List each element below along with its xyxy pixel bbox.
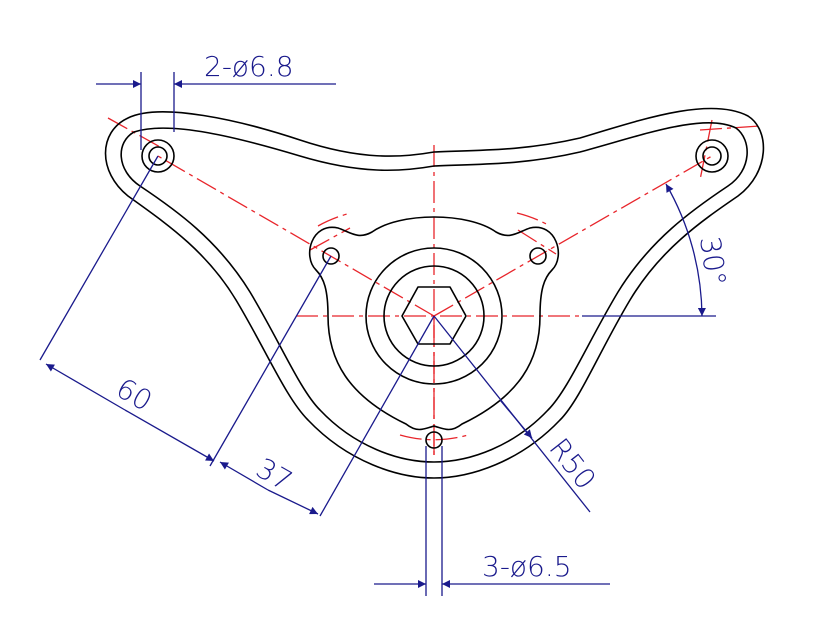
ext-line-37-b	[319, 315, 435, 517]
right-radial-center-line	[433, 155, 713, 317]
ext-line-60-a	[39, 155, 159, 361]
dim-arrow-60-b	[124, 409, 215, 462]
center-lines	[107, 117, 761, 460]
hole-mid-left	[322, 247, 340, 265]
dim-arrow-37-a	[219, 461, 269, 491]
dim-arrow-60-a	[45, 363, 126, 411]
dim-label-angle: 30°	[693, 234, 733, 288]
dim-label-60: 60	[111, 371, 158, 417]
hole-cross-left-top	[107, 117, 163, 149]
hole-mid-right	[529, 247, 547, 265]
hole-top-right-boss	[695, 139, 729, 173]
hub-outer-circle	[365, 247, 503, 385]
bolt-circle-arc-right	[516, 212, 551, 227]
dim-label-holes-top: 2-ø6.8	[204, 50, 294, 83]
inner-contour	[120, 121, 748, 463]
dimensions: 2-ø6.8 3-ø6.5 R50 60 37 30°	[39, 50, 733, 596]
dim-arc-angle	[665, 183, 706, 317]
hole-top-left-boss	[141, 139, 175, 173]
hole-cross-left-mid	[309, 227, 351, 251]
left-radial-center-line	[157, 155, 435, 317]
ext-line-60-b	[209, 255, 332, 467]
dim-label-holes-bottom: 3-ø6.5	[482, 550, 572, 583]
hole-bottom	[425, 431, 443, 449]
hub-boss	[308, 216, 560, 431]
hole-top-left	[148, 146, 168, 166]
dim-arrow-radius	[499, 399, 533, 439]
bolt-circle-arc-left	[317, 212, 352, 227]
hexagon-bore	[401, 286, 467, 345]
hub-inner-circle	[383, 265, 485, 367]
part-outline	[104, 107, 765, 479]
dim-label-37: 37	[251, 451, 298, 497]
bolt-circle-arc-bottom	[399, 434, 469, 441]
hole-top-right	[702, 146, 722, 166]
outer-contour	[104, 107, 765, 479]
hole-cross-right-mid	[517, 229, 557, 255]
hole-cross-right-top	[699, 125, 761, 131]
dim-arrow-37-b	[267, 489, 319, 515]
